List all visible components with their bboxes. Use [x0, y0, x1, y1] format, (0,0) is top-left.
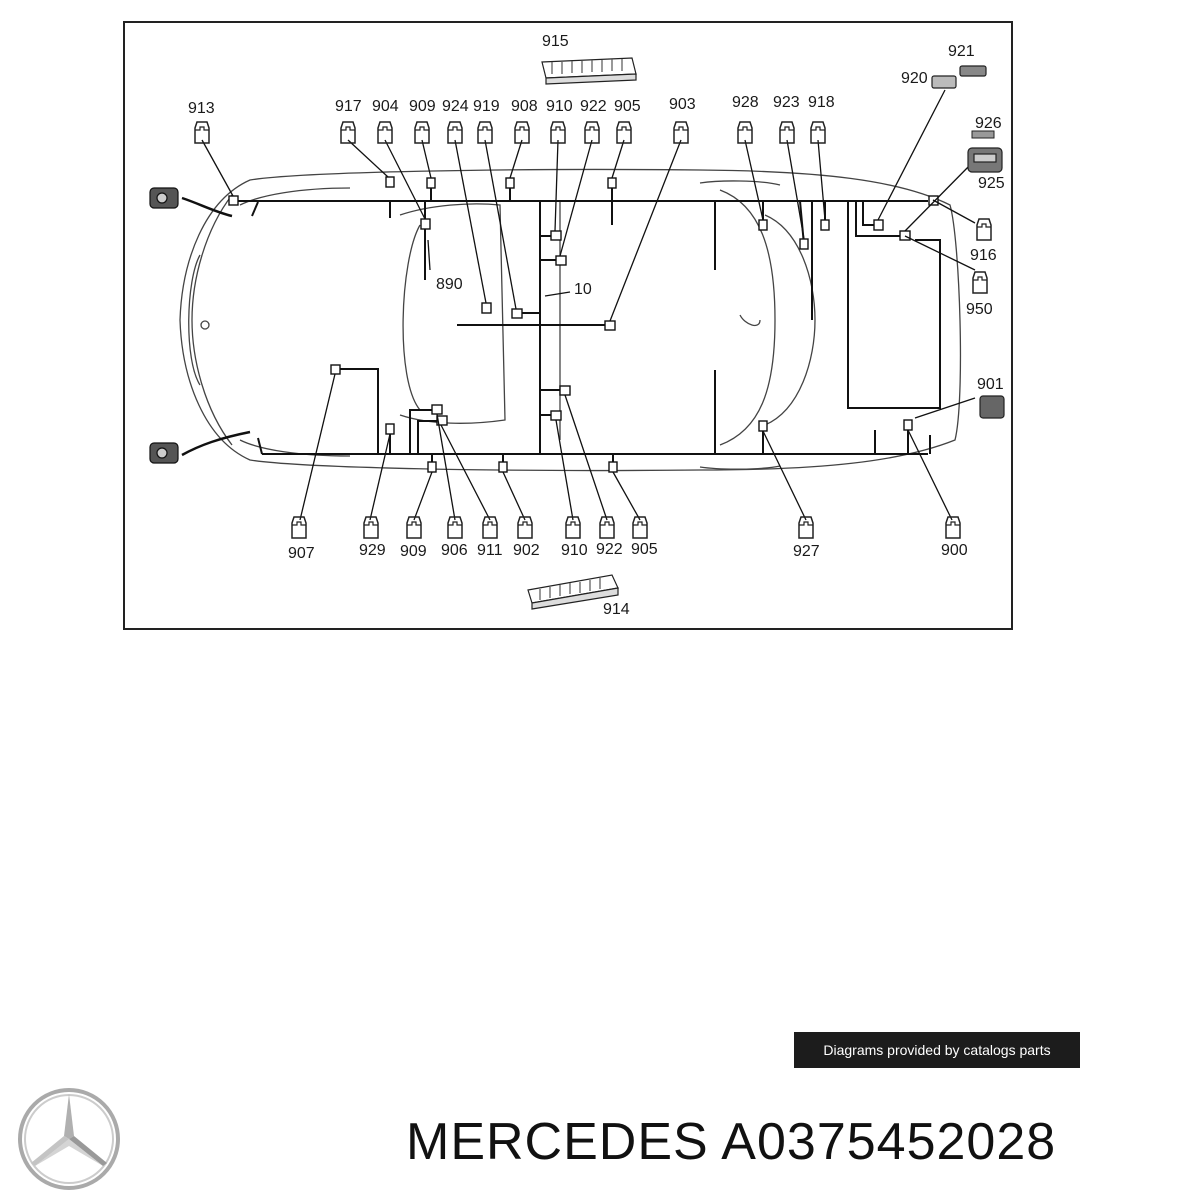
label-915: 915: [542, 33, 569, 50]
brand-name: MERCEDES: [406, 1113, 709, 1171]
label-901: 901: [977, 376, 1004, 393]
connector-strip-915: [541, 57, 637, 85]
label-913: 913: [188, 100, 215, 117]
part-number: A0375452028: [721, 1113, 1057, 1171]
label-925: 925: [978, 175, 1005, 192]
label-908: 908: [511, 98, 538, 115]
part-labels: 915 921 920 926 925 913 917 904 909 924 …: [188, 33, 1005, 618]
label-904: 904: [372, 98, 399, 115]
label-922-bottom: 922: [596, 541, 623, 558]
part-920-921: [931, 65, 987, 89]
label-910-top: 910: [546, 98, 573, 115]
label-921: 921: [948, 43, 975, 60]
arrows: [181, 196, 251, 457]
car-outline: [179, 168, 962, 472]
label-890: 890: [436, 276, 463, 293]
harness-wiring: [234, 186, 941, 468]
mercedes-star-logo: [18, 1088, 120, 1190]
connector-icons: [194, 121, 992, 539]
label-950: 950: [966, 301, 993, 318]
part-926: [971, 130, 995, 139]
label-905-top: 905: [614, 98, 641, 115]
label-923: 923: [773, 94, 800, 111]
sensor-component-top: [149, 187, 179, 209]
label-927: 927: [793, 543, 820, 560]
label-929: 929: [359, 542, 386, 559]
leader-lines: [201, 89, 976, 521]
label-910-bottom: 910: [561, 542, 588, 559]
credit-banner: Diagrams provided by catalogs parts: [794, 1032, 1080, 1068]
label-919: 919: [473, 98, 500, 115]
label-920: 920: [901, 70, 928, 87]
label-918: 918: [808, 94, 835, 111]
diagram-frame: [123, 21, 1013, 630]
label-917: 917: [335, 98, 362, 115]
label-906: 906: [441, 542, 468, 559]
label-900: 900: [941, 542, 968, 559]
label-911: 911: [477, 542, 503, 559]
label-916: 916: [970, 247, 997, 264]
connector-strip-914: [527, 574, 619, 610]
label-928: 928: [732, 94, 759, 111]
label-914: 914: [603, 601, 630, 618]
label-926: 926: [975, 115, 1002, 132]
label-922-top: 922: [580, 98, 607, 115]
label-907: 907: [288, 545, 315, 562]
label-924: 924: [442, 98, 469, 115]
label-909-bottom: 909: [400, 543, 427, 560]
label-909-top: 909: [409, 98, 436, 115]
label-905-bottom: 905: [631, 541, 658, 558]
part-925: [967, 147, 1003, 173]
label-903: 903: [669, 96, 696, 113]
label-10: 10: [574, 281, 592, 298]
part-901: [979, 395, 1005, 419]
brand-title: MERCEDES A0375452028: [406, 1112, 1056, 1172]
label-902: 902: [513, 542, 540, 559]
sensor-component-bottom: [149, 442, 179, 464]
